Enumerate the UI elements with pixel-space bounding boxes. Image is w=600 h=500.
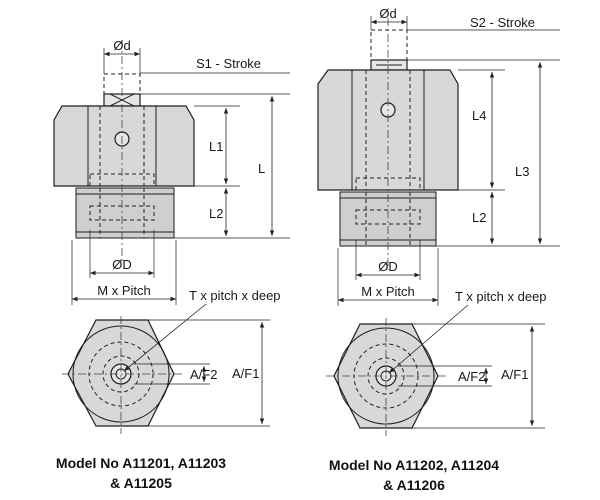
right-caption-line2: & A11206 [383, 477, 445, 493]
left-label-l: L [258, 161, 265, 176]
left-hex-body [53, 105, 195, 187]
right-label-thread: M x Pitch [361, 284, 414, 299]
left-end-view: T x pitch x deep A/F2 A/F1 [62, 288, 281, 434]
left-label-stroke: S1 - Stroke [196, 56, 261, 71]
left-label-l1: L1 [209, 139, 223, 154]
left-label-thread: M x Pitch [97, 283, 150, 298]
right-caption-line1: Model No A11202, A11204 [329, 457, 499, 473]
left-caption-line2: & A11205 [110, 475, 172, 491]
right-label-D: ØD [378, 259, 398, 274]
left-label-tpitch: T x pitch x deep [189, 288, 281, 303]
left-label-af1: A/F1 [232, 366, 259, 381]
right-label-l4: L4 [472, 108, 486, 123]
left-caption-line1: Model No A11201, A11203 [56, 455, 226, 471]
left-label-af2: A/F2 [190, 367, 217, 382]
right-label-af2: A/F2 [458, 369, 485, 384]
left-side-view: Ød S1 - Stroke L1 L2 L ØD M x Pitch [53, 38, 290, 305]
right-label-stroke: S2 - Stroke [470, 15, 535, 30]
right-plunger [370, 29, 408, 71]
right-end-view: T x pitch x deep A/F2 A/F1 [326, 289, 547, 436]
left-thread [75, 187, 175, 239]
left-label-l2: L2 [209, 206, 223, 221]
right-label-l2: L2 [472, 210, 486, 225]
right-label-d: Ød [379, 6, 396, 21]
right-side-view: Ød S2 - Stroke L4 L2 L3 ØD M x Pitch [317, 6, 560, 306]
right-label-af1: A/F1 [501, 367, 528, 382]
left-label-D: ØD [112, 257, 132, 272]
right-label-l3: L3 [515, 164, 529, 179]
left-label-d: Ød [113, 38, 130, 53]
right-label-tpitch: T x pitch x deep [455, 289, 547, 304]
